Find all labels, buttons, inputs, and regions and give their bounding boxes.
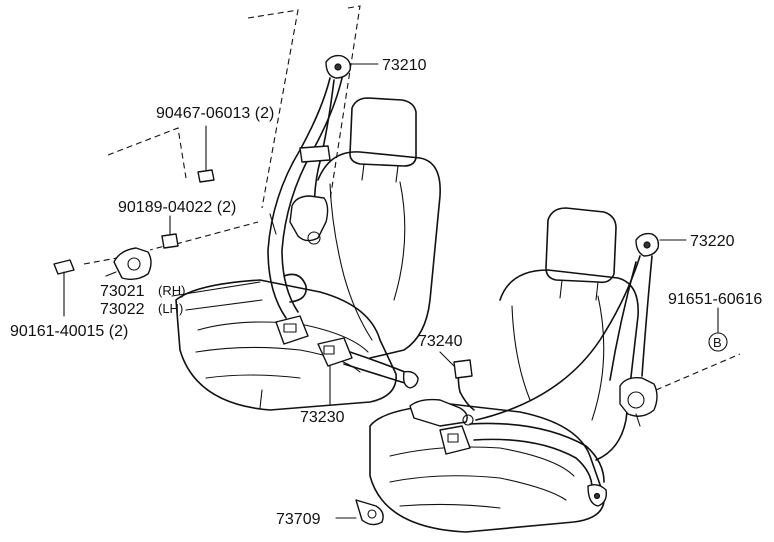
bolt-90161 xyxy=(53,259,75,317)
label-73022-side: (LH) xyxy=(158,301,183,316)
leader-lines xyxy=(171,63,741,519)
body-pillar-outline xyxy=(83,5,361,265)
label-73220: 73220 xyxy=(690,233,735,250)
front-right-seat xyxy=(369,207,639,533)
label-73230: 73230 xyxy=(300,409,345,426)
label-90467: 90467-06013 (2) xyxy=(156,105,274,122)
bolt-90467 xyxy=(197,125,215,183)
label-73240: 73240 xyxy=(418,333,463,350)
nut-90189 xyxy=(161,215,179,249)
left-seat-belt-assembly xyxy=(267,54,352,345)
reference-marker-b: B xyxy=(708,332,728,352)
front-left-seat xyxy=(175,97,441,411)
buckle-73230 xyxy=(317,337,419,389)
retractor-73021 xyxy=(105,247,152,281)
label-73022: 73022 xyxy=(100,301,145,318)
label-ref-b: B xyxy=(713,335,722,350)
label-73210: 73210 xyxy=(382,57,427,74)
label-73021: 73021 xyxy=(100,283,145,300)
label-73021-side: (RH) xyxy=(158,283,185,298)
label-90189: 90189-04022 (2) xyxy=(118,199,236,216)
clip-73709 xyxy=(355,499,384,526)
buckle-73240 xyxy=(409,359,475,455)
label-73709: 73709 xyxy=(276,511,321,528)
part-labels: 73210 90467-06013 (2) 90189-04022 (2) 73… xyxy=(10,57,762,528)
label-90161: 90161-40015 (2) xyxy=(10,323,128,340)
label-91651: 91651-60616 xyxy=(668,291,762,308)
right-seat-belt-assembly xyxy=(469,232,660,507)
